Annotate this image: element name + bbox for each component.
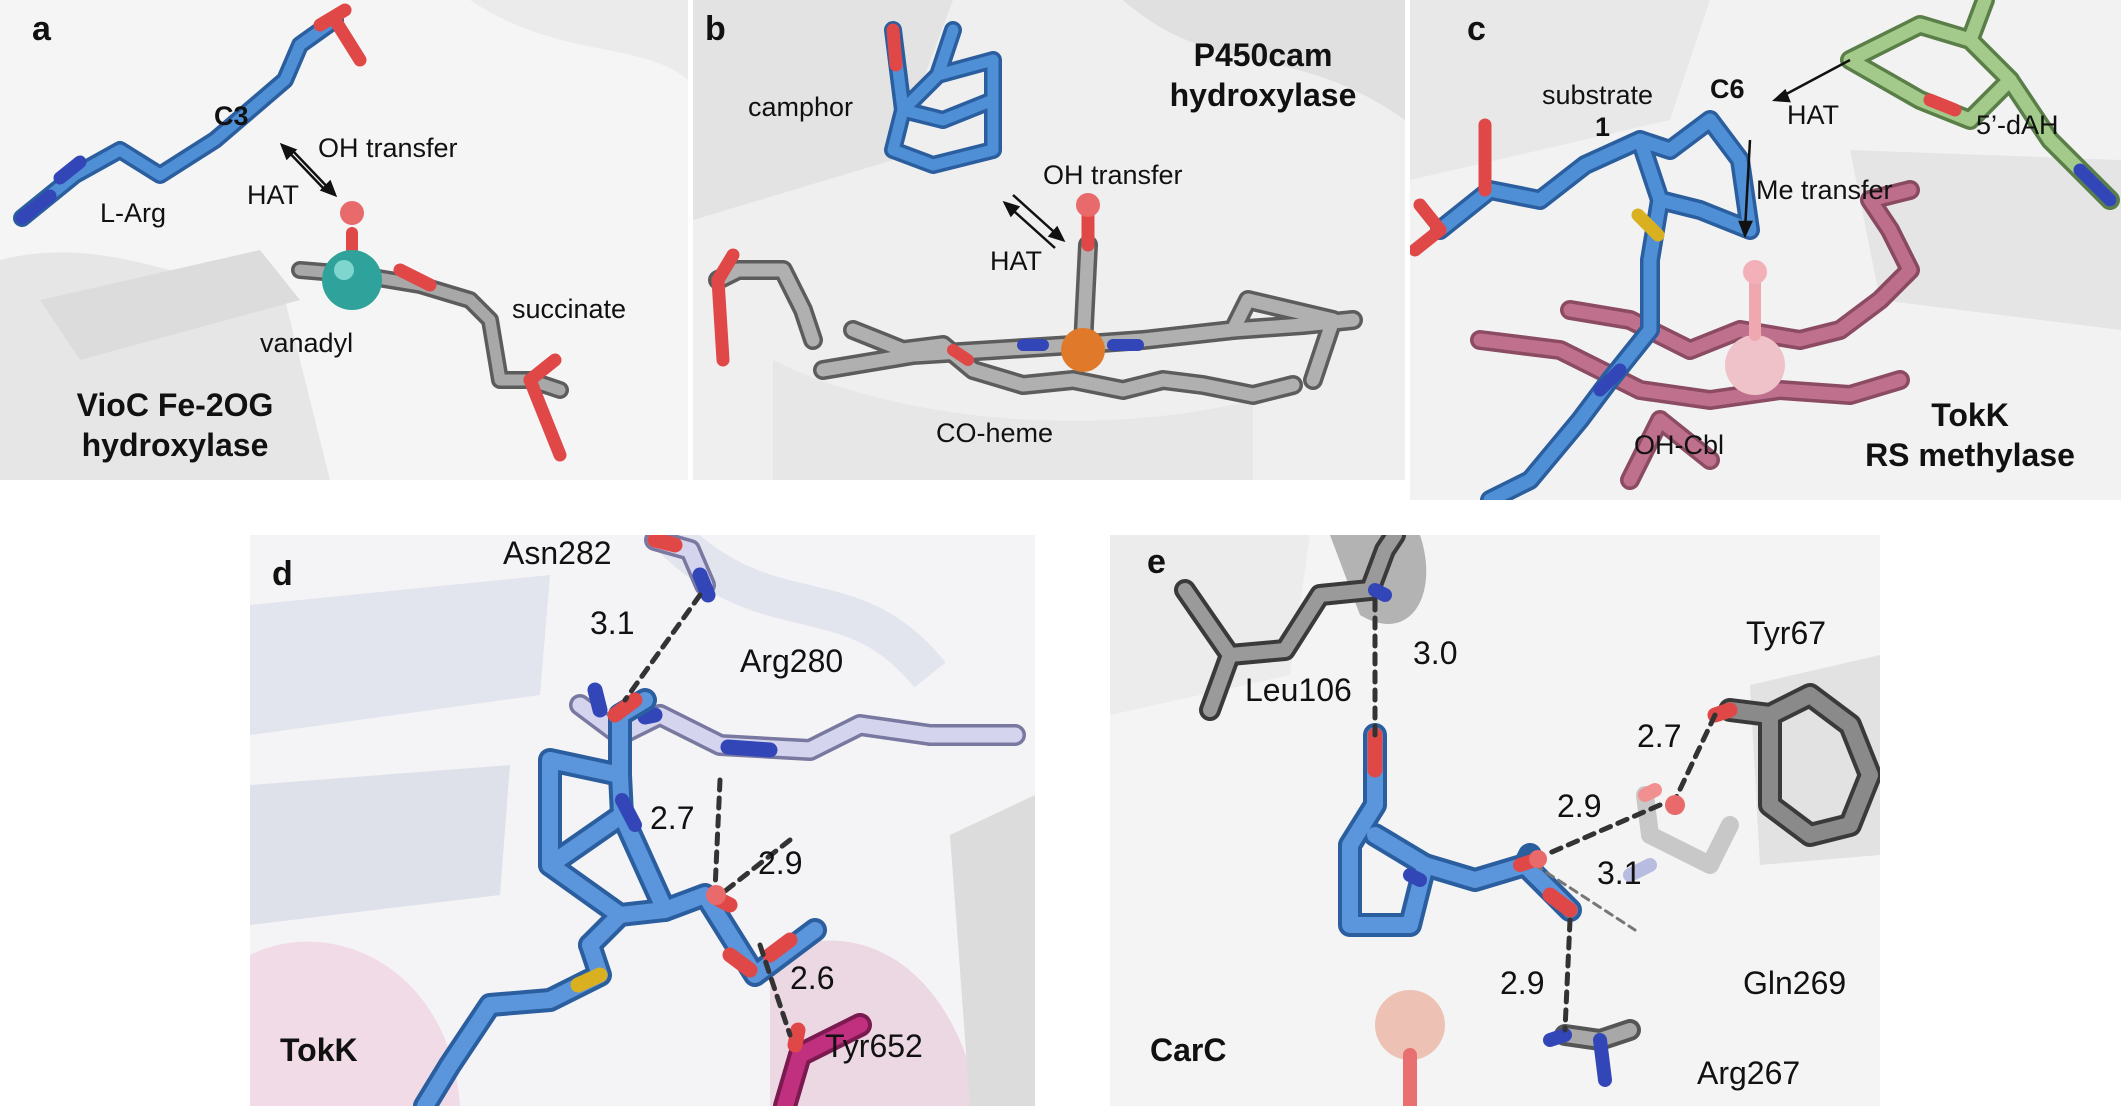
panel-a-title-line2: hydroxylase	[81, 427, 269, 463]
hat-label-b: HAT	[990, 246, 1042, 276]
c6-label: C6	[1710, 74, 1745, 104]
panel-c-letter: c	[1467, 10, 1486, 48]
me-transfer-label: Me transfer	[1756, 175, 1893, 205]
panel-a-title: VioC Fe-2OG hydroxylase	[45, 385, 305, 465]
l-arg-label: L-Arg	[100, 198, 167, 228]
panel-a-title-line1: VioC Fe-2OG	[76, 387, 274, 423]
panel-c: c substrate 1 C6 HAT 5’-dAH Me transfer …	[1410, 0, 2121, 500]
panel-c-title-line2: RS methylase	[1865, 437, 2075, 473]
substrate-number: 1	[1595, 112, 1611, 142]
distance-2-7: 2.7	[650, 800, 695, 836]
panel-b-title: P450cam hydroxylase	[1153, 35, 1373, 115]
arg280-label: Arg280	[740, 643, 844, 679]
distance-2-9-top: 2.9	[1557, 788, 1602, 824]
panel-a-structure	[0, 0, 688, 480]
oh-cbl-label: OH-Cbl	[1634, 430, 1725, 460]
distance-2-7-e: 2.7	[1637, 718, 1682, 754]
panel-b-structure	[693, 0, 1405, 480]
panel-a-letter: a	[32, 10, 51, 48]
succinate-label: succinate	[512, 294, 627, 324]
panel-c-title-line1: TokK	[1931, 397, 2009, 433]
tokk-label: TokK	[280, 1032, 358, 1068]
panel-c-structure	[1410, 0, 2121, 500]
panel-b: b P450cam hydroxylase camphor OH transfe…	[693, 0, 1405, 480]
panel-b-title-line2: hydroxylase	[1169, 77, 1357, 113]
asn282-label: Asn282	[503, 535, 612, 571]
panel-c-title: TokK RS methylase	[1830, 395, 2110, 475]
arg267-label: Arg267	[1697, 1055, 1801, 1091]
panel-a: a C3 OH transfer HAT L-Arg vanadyl succi…	[0, 0, 688, 480]
oh-transfer-label-b: OH transfer	[1043, 160, 1183, 190]
panel-d-letter: d	[272, 555, 293, 593]
dah-label: 5’-dAH	[1976, 110, 2059, 140]
panel-b-title-line1: P450cam	[1193, 37, 1333, 73]
tyr67-label: Tyr67	[1746, 615, 1827, 651]
substrate-label: substrate	[1542, 80, 1654, 110]
distance-2-9-bottom: 2.9	[1500, 965, 1545, 1001]
hat-label: HAT	[247, 180, 299, 210]
panel-e-structure	[1110, 535, 1880, 1106]
panel-d-structure	[250, 535, 1035, 1106]
camphor-label: camphor	[748, 92, 854, 122]
hat-label-c: HAT	[1787, 100, 1839, 130]
gln269-label: Gln269	[1743, 965, 1847, 1001]
distance-2-6: 2.6	[790, 960, 835, 996]
tyr652-label: Tyr652	[825, 1028, 923, 1064]
co-heme-label: CO-heme	[936, 418, 1054, 448]
oh-transfer-label: OH transfer	[318, 133, 458, 163]
panel-e: e Leu106 Tyr67 Gln269 Arg267 CarC 3.0 2.…	[1110, 535, 1880, 1106]
panel-d: d Asn282 Arg280 Tyr652 TokK 3.1 2.7 2.9 …	[250, 535, 1035, 1106]
leu106-label: Leu106	[1245, 672, 1352, 708]
distance-3-1: 3.1	[590, 605, 635, 641]
carc-label: CarC	[1150, 1032, 1227, 1068]
distance-2-9: 2.9	[758, 845, 803, 881]
c3-label: C3	[214, 101, 249, 131]
panel-e-letter: e	[1147, 543, 1166, 581]
panel-b-letter: b	[705, 10, 726, 48]
distance-3-0: 3.0	[1413, 635, 1458, 671]
distance-3-1-e: 3.1	[1597, 855, 1642, 891]
vanadyl-label: vanadyl	[260, 328, 354, 358]
